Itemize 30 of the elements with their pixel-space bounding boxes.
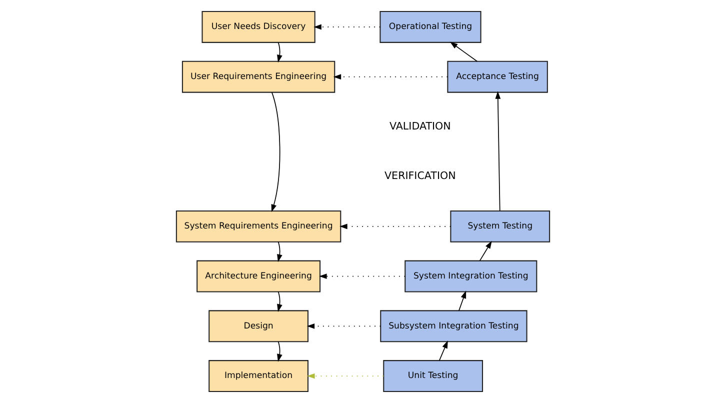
node-box: Operational Testing: [380, 10, 482, 43]
node-box: Unit Testing: [383, 360, 484, 392]
arrow: [340, 224, 452, 230]
arrow: [319, 274, 406, 280]
arrow: [450, 42, 478, 62]
arrow: [479, 240, 492, 262]
arrow: [271, 92, 280, 212]
node-box: User Requirements Engineering: [182, 60, 336, 93]
node-box: User Needs Discovery: [202, 10, 316, 43]
arrow: [277, 242, 282, 262]
arrow: [458, 290, 466, 312]
node-box: System Requirements Engineering: [176, 210, 342, 242]
arrow: [495, 91, 501, 212]
node-box: System Testing: [450, 210, 550, 242]
arrow: [277, 291, 282, 312]
arrow: [306, 323, 382, 329]
label: VERIFICATION: [384, 170, 456, 182]
node-box: Acceptance Testing: [447, 60, 548, 93]
arrow: [277, 341, 282, 362]
arrow: [333, 74, 448, 80]
label: VALIDATION: [390, 120, 451, 132]
node-box: Implementation: [208, 360, 308, 392]
arrow: [314, 24, 381, 30]
arrow: [307, 373, 384, 379]
node-box: System Integration Testing: [404, 260, 538, 292]
node-box: Design: [208, 310, 308, 342]
node-box: Subsystem Integration Testing: [380, 310, 528, 342]
arrow: [438, 340, 448, 361]
arrow: [277, 42, 282, 63]
node-box: Architecture Engineering: [196, 260, 321, 292]
